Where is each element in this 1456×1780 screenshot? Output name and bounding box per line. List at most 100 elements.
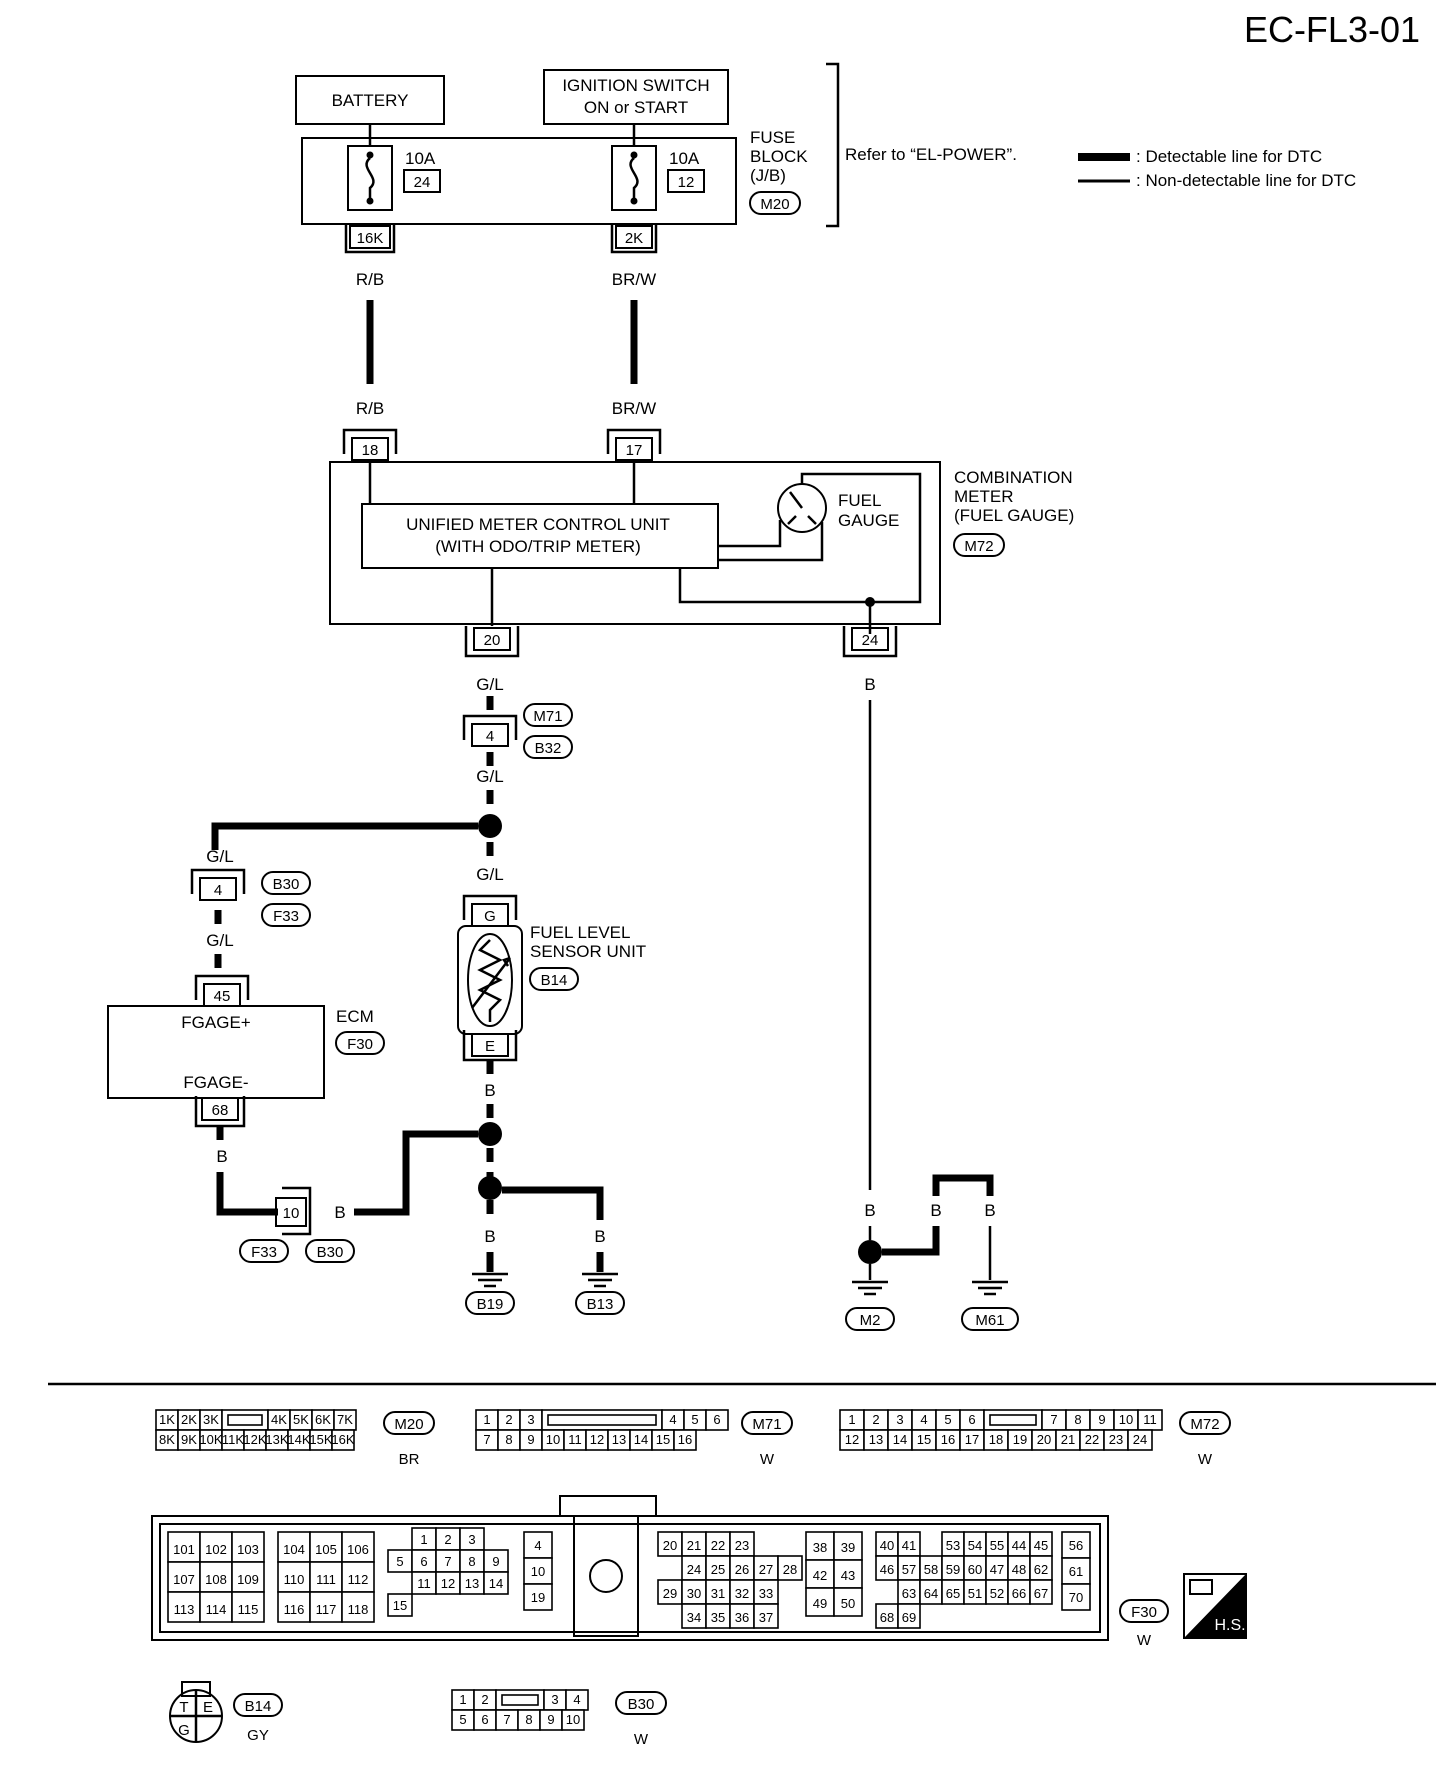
ecm-pin — [777, 1555, 803, 1581]
fuse-12-number: 12 — [678, 174, 695, 191]
pin-label: 8 — [525, 1712, 532, 1727]
wire-label-rb-bottom: R/B — [356, 399, 384, 418]
svg-text:B30: B30 — [273, 876, 300, 893]
ecm-pin-label: 23 — [735, 1538, 749, 1553]
pin-label: 14K — [287, 1432, 310, 1447]
gauge-wire-1 — [718, 520, 782, 548]
ecm-pin — [387, 1593, 413, 1617]
pin-label: 12 — [590, 1432, 604, 1447]
pin-label: 21 — [1061, 1432, 1075, 1447]
ecm-pin-label: 105 — [315, 1542, 337, 1557]
svg-text:4: 4 — [214, 882, 222, 899]
wire-label-gl-2: G/L — [476, 767, 503, 786]
ecm-pin-label: 104 — [283, 1542, 305, 1557]
svg-text:METER: METER — [954, 487, 1014, 506]
pin-label: 23 — [1109, 1432, 1123, 1447]
splice-b-1 — [478, 1122, 502, 1146]
pin-label: 5 — [691, 1412, 698, 1427]
fuse-24: 10A 24 — [347, 145, 441, 211]
joint-connector-m71-b32: 4 M71 B32 — [462, 703, 573, 759]
pin-label: 18 — [989, 1432, 1003, 1447]
umcu-ground-wire — [678, 568, 872, 634]
svg-text:G: G — [484, 908, 496, 925]
pin-label: 16K — [331, 1432, 354, 1447]
fuel-level-sensor — [457, 925, 523, 1035]
ecm-pin-label: 13 — [465, 1576, 479, 1591]
terminal-meter-17: 17 — [606, 428, 662, 461]
svg-text:B30: B30 — [317, 1244, 344, 1261]
ecm-pin — [167, 1591, 201, 1623]
pin-label: 8K — [159, 1432, 175, 1447]
ecm-pin-label: 70 — [1069, 1590, 1083, 1605]
ecm-pin-label: 118 — [348, 1602, 369, 1617]
ignition-switch-box — [543, 69, 729, 125]
ecm-pin-label: 6 — [420, 1554, 427, 1569]
pin-label: 24 — [1133, 1432, 1147, 1447]
ecm-pin — [729, 1555, 755, 1581]
svg-text:4: 4 — [486, 728, 494, 745]
ecm-pin — [705, 1531, 731, 1557]
pin-label: 10 — [1119, 1412, 1133, 1427]
fuse-12-rating: 10A — [669, 149, 700, 168]
ecm-pin — [523, 1583, 553, 1611]
pin-label: 15 — [917, 1432, 931, 1447]
ecm-pin-label: 51 — [968, 1586, 982, 1601]
pin-label: 10K — [199, 1432, 222, 1447]
ecm-pin-label: 35 — [711, 1610, 725, 1625]
ecm-pin-label: 103 — [237, 1542, 259, 1557]
ecm-pin-label: 108 — [205, 1572, 227, 1587]
ecm-pin-label: 8 — [468, 1554, 475, 1569]
ignition-switch-label-2: ON or START — [584, 98, 688, 117]
svg-text:FUEL: FUEL — [838, 491, 881, 510]
ecm-pin-label: 102 — [205, 1542, 227, 1557]
connector-pin — [561, 1709, 585, 1731]
connector-id: M72 — [1190, 1416, 1219, 1433]
connector-pin — [221, 1409, 269, 1431]
ecm-label: ECM — [336, 1007, 374, 1026]
ecm-pin-label: 30 — [687, 1586, 701, 1601]
fuel-sensor-label: FUEL LEVEL SENSOR UNIT B14 — [529, 923, 646, 991]
svg-text:2K: 2K — [625, 230, 643, 247]
umcu-box — [361, 503, 719, 569]
ignition-switch-label: IGNITION SWITCH — [562, 76, 709, 95]
umcu-label: UNIFIED METER CONTROL UNIT — [406, 515, 670, 534]
ecm-pin-label: 9 — [492, 1554, 499, 1569]
ecm-pin-label: 114 — [206, 1602, 227, 1617]
meter-ground-junction — [865, 597, 875, 607]
ecm-pin-minus: FGAGE- — [183, 1073, 248, 1092]
ecm-pin-label: 52 — [990, 1586, 1004, 1601]
ecm-pin — [277, 1561, 311, 1593]
wire-label-b-jc: B — [334, 1203, 345, 1222]
ecm-pin-label: 49 — [813, 1596, 827, 1611]
ecm-pin — [523, 1531, 553, 1559]
ecm-pin-label: 67 — [1034, 1586, 1048, 1601]
ecm-pin — [199, 1561, 233, 1593]
ecm-pin-label: 38 — [813, 1540, 827, 1555]
ground-symbol-m61: M61 — [961, 1280, 1019, 1331]
wire-b-ecm-2 — [216, 1172, 278, 1216]
connector-id: B30 — [628, 1696, 655, 1713]
connector-pin — [541, 1409, 663, 1431]
ecm-pin-label: 109 — [237, 1572, 259, 1587]
ecm-pin-label: 48 — [1012, 1562, 1026, 1577]
svg-text:F33: F33 — [251, 1244, 277, 1261]
pin-label: 5K — [293, 1412, 309, 1427]
wire-label-b-right: B — [930, 1201, 941, 1220]
pin-label: 4 — [669, 1412, 676, 1427]
svg-text:M20: M20 — [760, 196, 789, 213]
terminal-sensor-g: G — [462, 894, 518, 927]
ecm-pin — [805, 1559, 835, 1589]
ecm-pin-label: 43 — [841, 1568, 855, 1583]
ecm-pin-label: 50 — [841, 1596, 855, 1611]
pin-label: 4 — [920, 1412, 927, 1427]
pin-label: 19 — [1013, 1432, 1027, 1447]
pin-label: 2 — [872, 1412, 879, 1427]
connector-pin — [331, 1429, 355, 1451]
ecm-pin — [1061, 1531, 1091, 1559]
ecm-pin-label: 65 — [946, 1586, 960, 1601]
svg-text:M2: M2 — [860, 1312, 881, 1329]
ecm-pin — [729, 1531, 755, 1557]
ecm-pin-label: 24 — [687, 1562, 701, 1577]
ecm-pin-label: 5 — [396, 1554, 403, 1569]
svg-text:B14: B14 — [541, 972, 568, 989]
